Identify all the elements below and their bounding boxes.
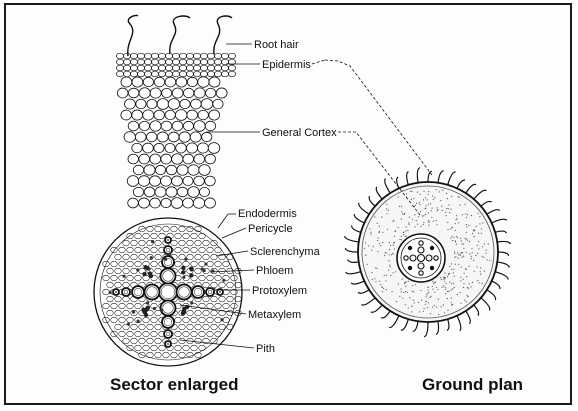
label-protoxylem: Protoxylem	[252, 285, 307, 297]
label-pericycle: Pericycle	[248, 223, 293, 235]
label-epidermis: Epidermis	[262, 59, 311, 71]
labels: Root hair Epidermis General Cortex Endod…	[110, 39, 523, 394]
cortex-stipple	[364, 189, 491, 316]
root-hairs	[127, 14, 233, 57]
caption-ground-plan: Ground plan	[422, 375, 523, 394]
caption-sector-enlarged: Sector enlarged	[110, 375, 239, 394]
root-hair	[169, 15, 191, 55]
label-pith: Pith	[256, 343, 275, 355]
label-endodermis: Endodermis	[238, 208, 297, 220]
label-metaxylem: Metaxylem	[248, 309, 301, 321]
label-root-hair: Root hair	[254, 39, 299, 51]
label-phloem: Phloem	[256, 265, 293, 277]
ground-stele-cells	[403, 240, 439, 276]
epidermis-cells	[116, 52, 236, 78]
label-sclerenchyma: Sclerenchyma	[250, 246, 321, 258]
ground-root-hairs	[344, 167, 511, 338]
root-hair	[127, 14, 139, 57]
ground-epidermis-ring	[361, 185, 495, 319]
xylem-vessels	[108, 236, 226, 348]
ground-plan-drawing	[344, 167, 511, 338]
root-hair	[213, 15, 233, 55]
sector-enlarged-drawing	[93, 14, 243, 367]
ground-endodermis-ring	[400, 237, 442, 279]
cortex-cells	[116, 76, 228, 209]
leader-lines	[179, 43, 433, 349]
label-general-cortex: General Cortex	[262, 127, 337, 139]
